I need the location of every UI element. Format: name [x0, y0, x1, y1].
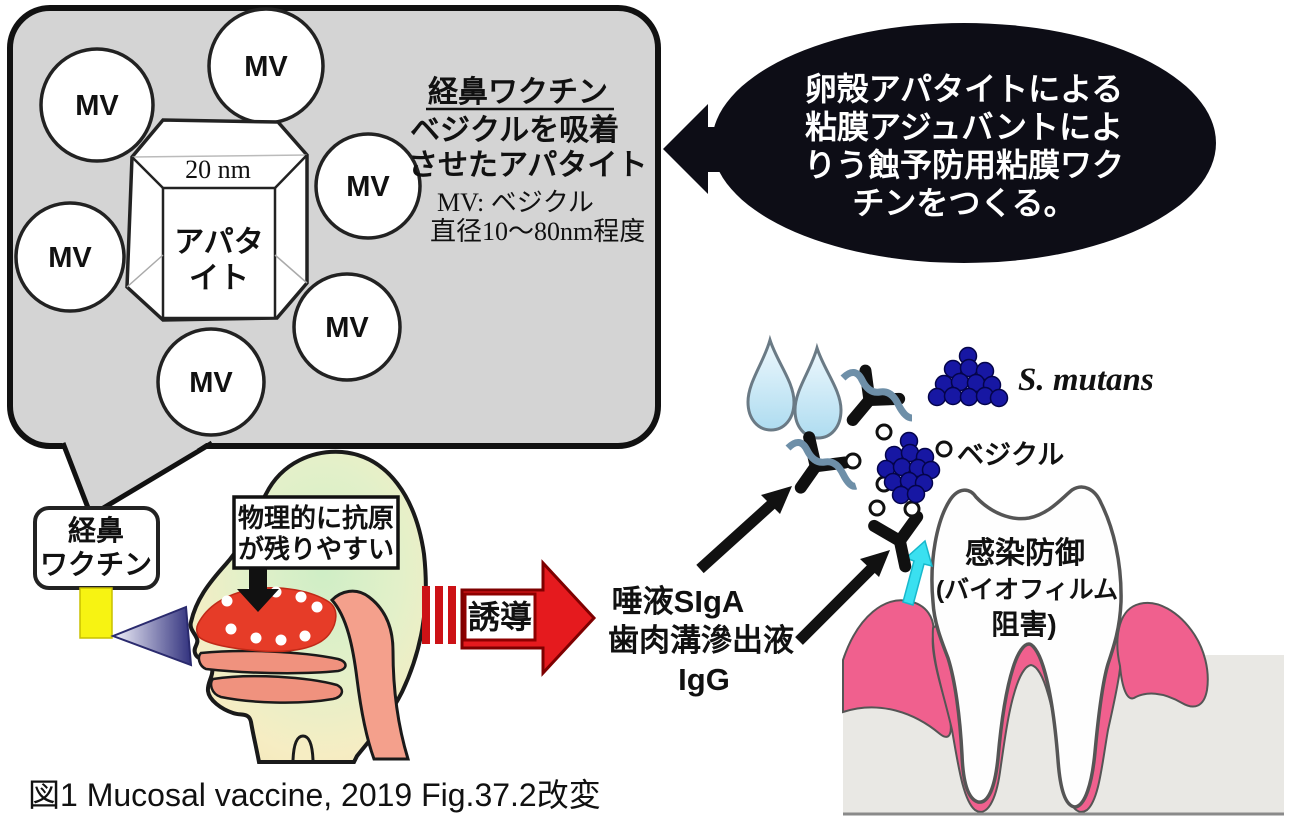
mv-circle-bottom-right: MV — [292, 272, 402, 382]
nasal-tag-line2: ワクチン — [40, 549, 152, 580]
apatite-crystal: 20 nm アパタ イト — [125, 118, 309, 322]
tongue — [209, 674, 344, 704]
figure-caption: 図1 Mucosal vaccine, 2019 Fig.37.2改変 — [28, 777, 601, 813]
larynx — [291, 734, 315, 761]
nasal-tag-line1: 経鼻 — [68, 514, 124, 546]
spray-cone-icon — [110, 605, 193, 667]
left-block-arrow-icon — [663, 104, 748, 194]
response-line2: 歯肉溝滲出液 — [608, 623, 794, 658]
protection-line1: 感染防御 — [965, 537, 1085, 570]
arrow-to-igg-head-icon — [860, 550, 890, 577]
down-arrow-icon — [237, 568, 279, 612]
antibody-response-text: 唾液SIgA 歯肉溝滲出液 IgG — [608, 584, 794, 697]
crystal-name-line1: アパタ — [174, 226, 263, 259]
arrow-to-siga-head-icon — [761, 486, 792, 514]
mv-label: MV — [75, 90, 119, 122]
vaccine-dot — [250, 632, 262, 644]
mv-circle-left: MV — [14, 201, 126, 313]
antibody-icon — [868, 510, 924, 573]
s-mutans-cluster — [927, 346, 1009, 408]
goal-line1: 卵殻アパタイトによる — [805, 71, 1123, 107]
vaccine-dot — [311, 601, 323, 613]
arrow-to-igg-shaft — [795, 564, 876, 645]
protection-line2: (バイオフィルム — [936, 576, 1118, 604]
callout-text-block: 経鼻ワクチン ベジクルを吸着 させたアパタイト MV: ベジクル 直径10〜80… — [408, 75, 647, 246]
callout-note2: 直径10〜80nm程度 — [430, 217, 645, 246]
goal-bubble — [712, 23, 1216, 263]
mv-circle-top-left: MV — [39, 47, 155, 163]
throat — [329, 589, 411, 761]
callout-note1: MV: ベジクル — [437, 188, 594, 217]
vaccine-dot — [299, 630, 311, 642]
mv-circle-right: MV — [314, 132, 422, 240]
tooth-illustration — [930, 485, 1123, 809]
crystal-size-label: 20 nm — [185, 155, 251, 184]
mv-label: MV — [244, 51, 288, 83]
goal-line3: りう蝕予防用粘膜ワク — [804, 147, 1124, 183]
vesicle-label: ベジクル — [957, 440, 1064, 470]
protection-line3: 阻害) — [991, 608, 1056, 640]
callout-tail-edge-right — [93, 440, 214, 516]
free-vesicle-dot — [844, 452, 862, 470]
antigen-note-line2: が残りやすい — [238, 534, 394, 564]
response-line3: IgG — [678, 662, 730, 697]
mv-label: MV — [48, 242, 92, 274]
vaccine-dot — [225, 623, 237, 635]
induction-arrow-label: 誘導 — [468, 599, 532, 635]
saliva-droplet-icon — [746, 334, 796, 432]
nasal-vaccine-tag: 経鼻 ワクチン — [33, 506, 160, 590]
vaccine-dot — [275, 634, 287, 646]
callout-heading: 経鼻ワクチン — [428, 75, 608, 109]
goal-line4: チンをつくる。 — [852, 185, 1075, 221]
mv-circle-bottom: MV — [156, 327, 266, 437]
vesicle-coated-cluster — [876, 431, 941, 505]
free-vesicle-dot — [935, 440, 953, 458]
protection-text: 感染防御 (バイオフィルム 阻害) — [936, 537, 1118, 640]
callout-line2: させたアパタイト — [408, 149, 647, 182]
gum-right — [1116, 602, 1209, 708]
saliva-droplet-icon — [793, 342, 843, 440]
callout-tail-edge-left — [60, 442, 93, 514]
antigen-note-line1: 物理的に抗原 — [238, 503, 394, 533]
antigen-note: 物理的に抗原 が残りやすい — [232, 495, 400, 570]
vaccine-dot — [221, 595, 233, 607]
mv-label: MV — [325, 312, 369, 344]
vaccine-dot — [295, 591, 307, 603]
mv-label: MV — [189, 367, 233, 399]
antigen-squiggle-icon — [785, 439, 858, 490]
callout-line1: ベジクルを吸着 — [410, 113, 619, 147]
mv-circle-top: MV — [207, 7, 325, 125]
free-vesicle-dot — [903, 500, 921, 518]
spray-bottle — [79, 587, 113, 639]
antigen-squiggle-icon — [840, 369, 913, 422]
stream-bars-icon — [422, 586, 456, 644]
crystal-name-line2: イト — [189, 262, 249, 295]
callout-tail — [60, 438, 214, 516]
free-vesicle-dot — [875, 423, 893, 441]
free-vesicle-dot — [868, 499, 886, 517]
mv-label: MV — [346, 171, 390, 203]
arrow-to-siga-shaft — [696, 498, 777, 574]
s-mutans-label: S. mutans — [1018, 362, 1154, 398]
palate — [197, 649, 347, 675]
goal-line2: 粘膜アジュバントによ — [805, 109, 1123, 145]
goal-bubble-text: 卵殻アパタイトによる 粘膜アジュバントによ りう蝕予防用粘膜ワク チンをつくる。 — [804, 71, 1124, 221]
induction-arrow-label-box — [463, 592, 537, 642]
response-line1: 唾液SIgA — [612, 584, 745, 619]
cyan-arrow-icon — [902, 539, 934, 606]
